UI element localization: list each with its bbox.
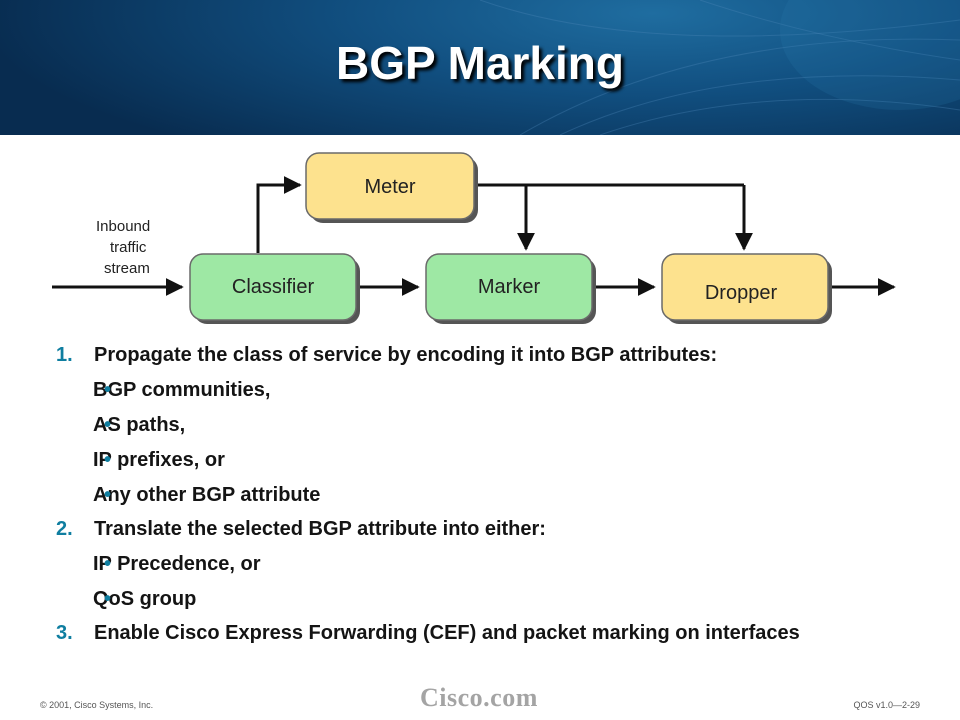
step-number: 2. xyxy=(56,518,73,540)
footer-page-ref: QOS v1.0—2-29 xyxy=(853,700,920,710)
inbound-traffic-label: Inbound traffic stream xyxy=(90,216,150,279)
bullet-icon: • xyxy=(104,588,112,610)
dropper-box: Dropper xyxy=(661,253,832,324)
inbound-label-line-1: Inbound xyxy=(96,218,151,235)
flow-diagram: Meter Classifier Marker Dropper xyxy=(52,152,896,324)
dropper-label: Dropper xyxy=(705,282,778,304)
step-item: 1. Propagate the class of service by enc… xyxy=(56,344,936,366)
step-number: 3. xyxy=(56,622,73,644)
sub-item: •IP prefixes, or xyxy=(56,436,936,471)
bullet-icon: • xyxy=(104,484,112,506)
header-banner: BGP Marking xyxy=(0,0,960,135)
inbound-label-line-2: traffic xyxy=(110,239,147,256)
sub-item-text: AS paths, xyxy=(93,414,186,436)
step-text: Translate the selected BGP attribute int… xyxy=(94,518,546,540)
sub-item: •QoS group xyxy=(56,575,936,610)
step-number: 1. xyxy=(56,344,73,366)
bullet-icon: • xyxy=(104,449,112,471)
footer-brand-logo: Cisco.com xyxy=(420,683,538,712)
sub-item-text: Any other BGP attribute xyxy=(93,484,321,506)
bullet-icon: • xyxy=(104,379,112,401)
sub-item: •IP Precedence, or xyxy=(56,540,936,575)
classifier-to-meter-arrow xyxy=(256,176,302,253)
header-decoration xyxy=(479,0,960,135)
marker-box: Marker xyxy=(425,253,596,324)
step-2-sublist: •IP Precedence, or •QoS group xyxy=(56,540,936,610)
steps-list: 1. Propagate the class of service by enc… xyxy=(56,344,936,644)
classifier-label: Classifier xyxy=(232,276,315,298)
inbound-label-line-3: stream xyxy=(104,260,150,277)
marker-label: Marker xyxy=(478,276,541,298)
step-1-sublist: •BGP communities, •AS paths, •IP prefixe… xyxy=(56,366,936,506)
sub-item-text: BGP communities, xyxy=(93,379,271,401)
step-text: Enable Cisco Express Forwarding (CEF) an… xyxy=(94,622,800,644)
sub-item-text: QoS group xyxy=(93,588,197,610)
bullet-icon: • xyxy=(104,414,112,436)
step-item: 2. Translate the selected BGP attribute … xyxy=(56,518,936,540)
step-text: Propagate the class of service by encodi… xyxy=(94,344,718,366)
sub-item: •BGP communities, xyxy=(56,366,936,401)
footer-copyright: © 2001, Cisco Systems, Inc. xyxy=(40,700,154,710)
sub-item-text: IP prefixes, or xyxy=(93,449,225,471)
classifier-box: Classifier xyxy=(189,253,360,324)
meter-box: Meter xyxy=(305,152,478,223)
step-item: 3. Enable Cisco Express Forwarding (CEF)… xyxy=(56,622,936,644)
meter-label: Meter xyxy=(364,176,415,198)
sub-item-text: IP Precedence, or xyxy=(93,553,261,575)
bullet-icon: • xyxy=(104,553,112,575)
page-title: BGP Marking xyxy=(336,37,624,89)
sub-item: •Any other BGP attribute xyxy=(56,471,936,506)
sub-item: •AS paths, xyxy=(56,401,936,436)
